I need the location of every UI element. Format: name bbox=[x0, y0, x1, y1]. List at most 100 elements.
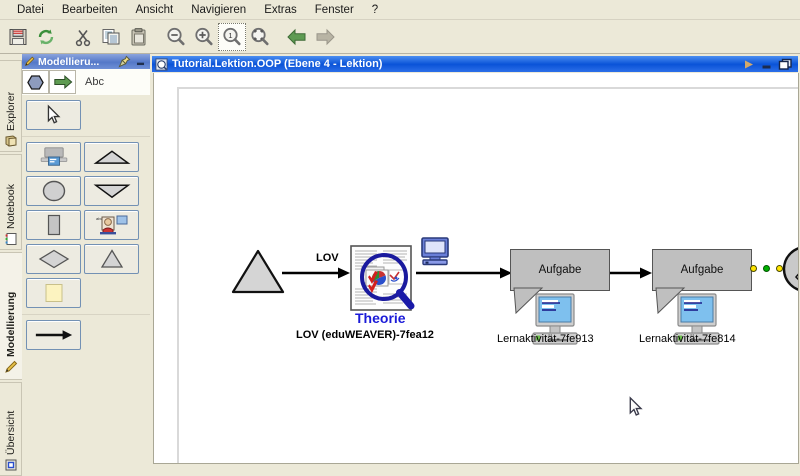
task-callout-tail-1 bbox=[513, 287, 544, 315]
task-node-1-id: Lernaktivität-7fe913 bbox=[497, 333, 594, 345]
document-title-bar[interactable]: Tutorial.Lektion.OOP (Ebene 4 - Lektion) bbox=[152, 56, 798, 72]
triangle-up-tool[interactable] bbox=[84, 142, 139, 172]
mouse-pointer-icon bbox=[47, 104, 60, 124]
theorie-title-label: Theorie bbox=[355, 310, 406, 326]
task-node-2-id: Lernaktivität-7fe814 bbox=[639, 333, 736, 345]
pin-icon[interactable] bbox=[118, 55, 131, 68]
note-tool[interactable] bbox=[26, 278, 81, 308]
zoom-out-button[interactable] bbox=[162, 23, 190, 51]
palette-tool-list: abc bbox=[22, 95, 150, 465]
selection-handle-start[interactable] bbox=[750, 265, 757, 272]
document-icon bbox=[155, 57, 168, 71]
svg-text:1: 1 bbox=[228, 31, 232, 40]
cut-button[interactable] bbox=[69, 23, 97, 51]
magnifier-minus-icon bbox=[167, 27, 185, 45]
menu-item-extras[interactable]: Extras bbox=[264, 3, 297, 16]
selection-handle-mid[interactable] bbox=[763, 265, 770, 272]
play-triangle-icon[interactable] bbox=[742, 59, 755, 70]
palette-title-label: Modellieru... bbox=[38, 55, 100, 68]
theorie-id-label: LOV (eduWEAVER)-7fea12 bbox=[296, 329, 434, 341]
menu-item-datei[interactable]: Datei bbox=[17, 3, 44, 16]
green-arrow-icon bbox=[53, 74, 72, 90]
paste-button[interactable] bbox=[125, 23, 153, 51]
sidebar-item-uebersicht[interactable]: Übersicht bbox=[0, 382, 22, 476]
menu-item-bearbeiten[interactable]: Bearbeiten bbox=[61, 3, 118, 16]
sidebar-item-explorer[interactable]: Explorer bbox=[0, 60, 22, 152]
sidebar-item-modellierung[interactable]: Modellierung bbox=[0, 252, 22, 380]
forward-button[interactable] bbox=[311, 23, 339, 51]
notebook-icon bbox=[5, 233, 17, 245]
task-node-label: Aufgabe bbox=[680, 264, 724, 276]
arrow-right-icon bbox=[316, 28, 335, 45]
sidebar-item-label: Explorer bbox=[4, 91, 17, 131]
back-button[interactable] bbox=[283, 23, 311, 51]
palette-group-select bbox=[22, 95, 150, 137]
triangle-down-tool[interactable] bbox=[84, 176, 139, 206]
connection-tool[interactable] bbox=[26, 320, 81, 350]
theorie-node[interactable] bbox=[349, 244, 415, 314]
floppy-disk-icon bbox=[9, 28, 27, 45]
hexagon-icon bbox=[27, 74, 44, 90]
person-computer-icon: abc bbox=[96, 215, 127, 235]
palette-mode-bar: Abc bbox=[22, 69, 150, 96]
rectangle-icon bbox=[47, 214, 60, 236]
palette-group-connector bbox=[22, 315, 150, 356]
refresh-arrows-icon bbox=[38, 29, 54, 44]
end-circle-node[interactable] bbox=[782, 245, 799, 295]
shape-mode-button[interactable] bbox=[22, 70, 49, 94]
computer-screen-icon bbox=[40, 147, 67, 166]
palette-text-tool-label[interactable]: Abc bbox=[85, 76, 104, 88]
copy-button[interactable] bbox=[97, 23, 125, 51]
minimize-icon[interactable] bbox=[135, 56, 146, 67]
rectangle-tool[interactable] bbox=[26, 210, 81, 240]
select-tool[interactable] bbox=[26, 100, 81, 130]
toolbar-separator bbox=[153, 23, 162, 51]
diamond-tool[interactable] bbox=[26, 244, 81, 274]
connector-task1-to-task2[interactable] bbox=[610, 265, 654, 281]
menu-item-help[interactable]: ? bbox=[371, 3, 379, 16]
magnifier-plus-icon bbox=[195, 27, 213, 45]
ellipse-tool[interactable] bbox=[26, 176, 81, 206]
person-tool[interactable]: abc bbox=[84, 210, 139, 240]
overview-square-icon bbox=[5, 459, 17, 471]
palette-title-bar: Modellieru... bbox=[22, 54, 150, 69]
computer-icon[interactable] bbox=[530, 293, 580, 347]
lov-edge-label: LOV bbox=[316, 252, 339, 264]
magnifier-one-to-one-icon: 1 bbox=[223, 27, 241, 45]
task-node-1[interactable]: Aufgabe bbox=[510, 249, 610, 291]
circle-icon bbox=[42, 180, 65, 202]
modelling-palette-panel: Modellieru... Abc bbox=[22, 54, 150, 465]
narrow-triangle-icon bbox=[100, 249, 123, 268]
task-node-2[interactable]: Aufgabe bbox=[652, 249, 752, 291]
menu-item-navigieren[interactable]: Navigieren bbox=[191, 3, 247, 16]
minimize-icon[interactable] bbox=[760, 59, 773, 70]
copy-icon bbox=[102, 28, 120, 44]
zoom-actual-button[interactable]: 1 bbox=[218, 22, 246, 51]
restore-icon[interactable] bbox=[778, 58, 793, 71]
magnifier-fit-icon bbox=[251, 27, 269, 45]
selected-connector[interactable] bbox=[750, 263, 790, 275]
zoom-in-button[interactable] bbox=[190, 23, 218, 51]
zoom-fit-button[interactable] bbox=[246, 23, 274, 51]
narrow-triangle-tool[interactable] bbox=[84, 244, 139, 274]
explorer-book-icon bbox=[5, 135, 17, 147]
pencil-icon bbox=[5, 360, 18, 373]
diagram-canvas[interactable]: LOV bbox=[153, 73, 799, 464]
left-tab-strip: Explorer Notebook Modellierung Über bbox=[0, 54, 23, 476]
document-magnifier-icon bbox=[350, 245, 415, 311]
palette-group-shapes: abc bbox=[22, 137, 150, 315]
connector-mode-button[interactable] bbox=[49, 70, 76, 94]
learning-resource-tool[interactable] bbox=[26, 142, 81, 172]
save-button[interactable] bbox=[4, 23, 32, 51]
computer-icon[interactable] bbox=[672, 293, 722, 347]
refresh-button[interactable] bbox=[32, 23, 60, 51]
black-arrow-icon bbox=[35, 330, 72, 340]
menu-item-ansicht[interactable]: Ansicht bbox=[135, 3, 174, 16]
sidebar-item-notebook[interactable]: Notebook bbox=[0, 154, 22, 250]
connector-start-to-theorie[interactable] bbox=[282, 265, 352, 281]
connector-theorie-to-task1[interactable] bbox=[416, 265, 514, 281]
selection-handle-end[interactable] bbox=[776, 265, 783, 272]
menu-item-fenster[interactable]: Fenster bbox=[314, 3, 354, 16]
start-triangle[interactable] bbox=[230, 248, 286, 296]
computer-monitor-icon[interactable] bbox=[419, 236, 451, 268]
